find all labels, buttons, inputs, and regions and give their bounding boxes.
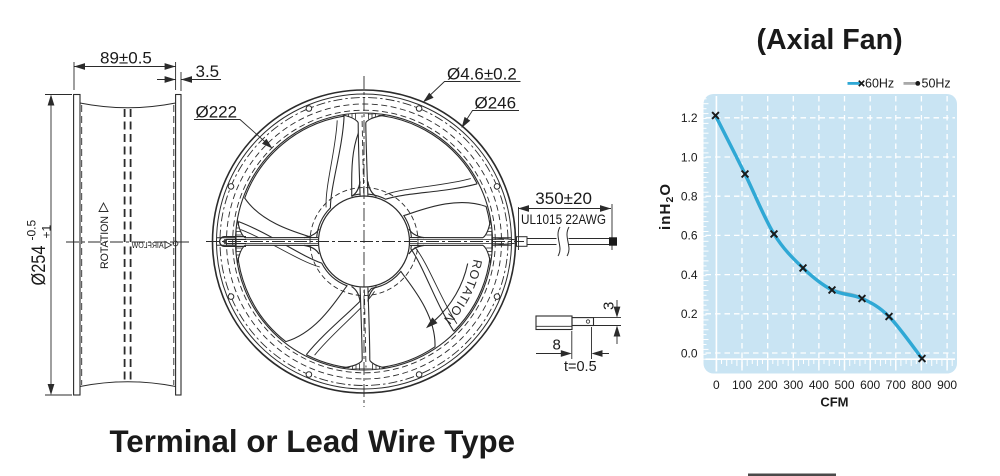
svg-text:Ø246: Ø246 — [475, 94, 517, 113]
svg-text:Ø254: Ø254 — [29, 245, 50, 285]
svg-text:inH2O: inH2O — [657, 183, 676, 230]
svg-text:0.8: 0.8 — [681, 190, 698, 204]
svg-text:0.0: 0.0 — [681, 346, 698, 360]
svg-text:3: 3 — [601, 302, 618, 310]
svg-text:89±0.5: 89±0.5 — [100, 49, 152, 68]
svg-text:ROTATION: ROTATION — [99, 216, 111, 269]
svg-text:60Hz: 60Hz — [865, 77, 894, 91]
svg-text:3.5: 3.5 — [196, 62, 220, 81]
svg-text:50Hz: 50Hz — [922, 77, 951, 91]
svg-text:700: 700 — [886, 378, 906, 392]
svg-text:300: 300 — [783, 378, 803, 392]
svg-text:600: 600 — [860, 378, 880, 392]
svg-text:8: 8 — [553, 337, 561, 354]
svg-text:1.2: 1.2 — [681, 111, 698, 125]
svg-text:AIRFLOW: AIRFLOW — [131, 241, 163, 250]
svg-text:800: 800 — [911, 378, 931, 392]
svg-text:900: 900 — [937, 378, 957, 392]
svg-text:200: 200 — [758, 378, 778, 392]
svg-text:0.2: 0.2 — [681, 307, 698, 321]
svg-text:+1: +1 — [40, 224, 54, 238]
svg-text:(Axial Fan): (Axial Fan) — [757, 24, 903, 56]
svg-text:0.6: 0.6 — [681, 229, 698, 243]
svg-text:ROTATION: ROTATION — [441, 258, 485, 327]
svg-text:t=0.5: t=0.5 — [564, 359, 597, 375]
svg-text:400: 400 — [809, 378, 829, 392]
svg-text:1.0: 1.0 — [681, 150, 698, 164]
svg-text:CFM: CFM — [820, 395, 848, 410]
svg-text:100: 100 — [732, 378, 752, 392]
svg-text:Terminal or Lead Wire Type: Terminal or Lead Wire Type — [110, 424, 516, 459]
svg-text:Ø4.6±0.2: Ø4.6±0.2 — [447, 65, 517, 84]
svg-text:-0.5: -0.5 — [25, 219, 39, 240]
svg-text:UL1015 22AWG: UL1015 22AWG — [521, 211, 606, 227]
svg-text:0: 0 — [713, 378, 720, 392]
svg-text:350±20: 350±20 — [535, 189, 592, 208]
svg-text:Ø222: Ø222 — [196, 103, 238, 122]
svg-text:0.4: 0.4 — [681, 268, 698, 282]
svg-text:500: 500 — [834, 378, 854, 392]
